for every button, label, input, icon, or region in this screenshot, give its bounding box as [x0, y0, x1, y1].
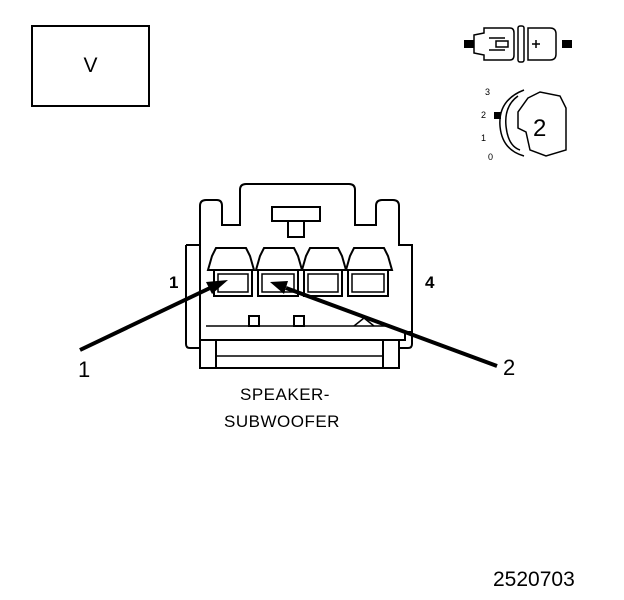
- arrowhead-2: [270, 281, 288, 294]
- part-number: 2520703: [493, 568, 575, 591]
- cavity-3: [300, 247, 348, 297]
- cavity-label-first: 1: [169, 273, 179, 292]
- position-scale-0: 0: [488, 152, 494, 162]
- leader-line-1: [79, 286, 211, 352]
- connector-name-line-1: SPEAKER-: [240, 385, 330, 404]
- position-value: 2: [533, 115, 547, 142]
- callout-leaders: [79, 280, 498, 368]
- connector-name-line-2: SUBWOOFER: [224, 412, 340, 431]
- callout-label-1: 1: [78, 357, 91, 382]
- arrowhead-1: [206, 280, 228, 294]
- position-scale-2: 2: [481, 110, 487, 120]
- color-code-box: V: [31, 25, 150, 107]
- cavity-4: [344, 247, 394, 297]
- callout-label-2: 2: [503, 355, 516, 380]
- leader-line-2: [285, 286, 498, 368]
- position-scale-1: 1: [481, 133, 487, 143]
- cavity-terminals: [206, 247, 394, 297]
- cavity-1: [206, 247, 256, 297]
- position-scale-3: 3: [485, 87, 491, 97]
- position-lock-icon: [494, 89, 567, 157]
- color-code: V: [83, 54, 98, 77]
- cavity-label-last: 4: [425, 273, 435, 292]
- connector-terminal-icon: [464, 25, 572, 63]
